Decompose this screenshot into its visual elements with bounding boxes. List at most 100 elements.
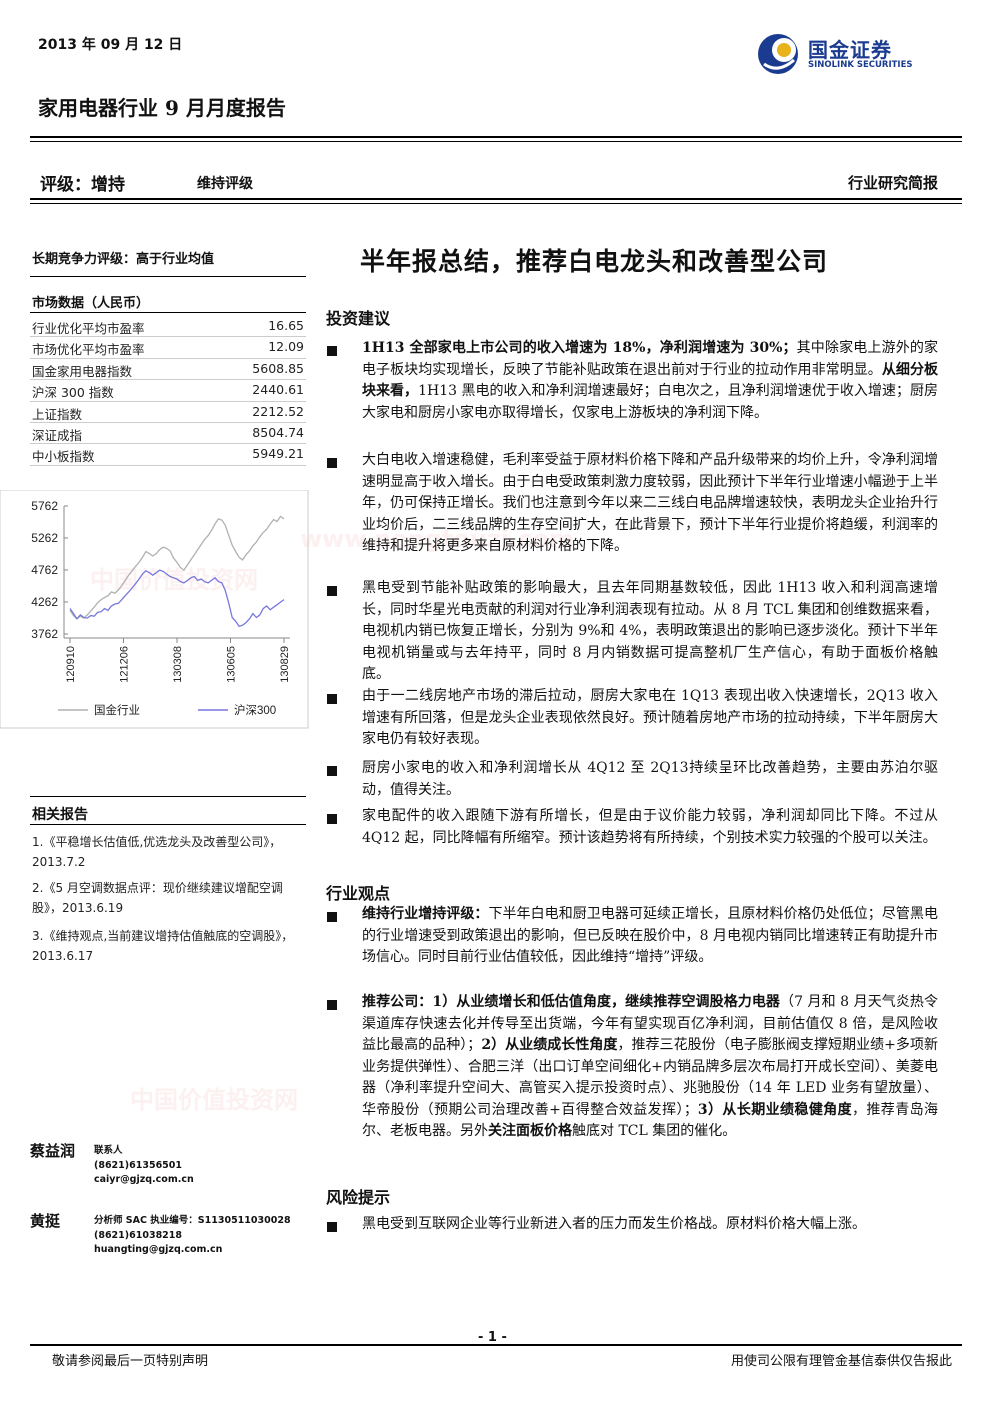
paragraph-text: 触底对 TCL 集团的催化。 bbox=[572, 1123, 737, 1139]
bullet-icon bbox=[327, 1222, 337, 1232]
analyst-role: 联系人 bbox=[94, 1145, 123, 1156]
market-data-label: 行业优化平均市盈率 bbox=[32, 321, 145, 336]
watermark-text: 中国价值投资网 bbox=[130, 1086, 298, 1114]
legend-label: 沪深300 bbox=[234, 703, 276, 717]
row-divider bbox=[30, 400, 306, 402]
row-divider bbox=[30, 443, 306, 445]
market-data-value: 2212.52 bbox=[252, 403, 304, 419]
analyst-email[interactable]: caiyr@gjzq.com.cn bbox=[94, 1174, 194, 1185]
section-title-risk: 风险提示 bbox=[326, 1188, 391, 1207]
paragraph-bold: 3）从长期业绩稳健角度 bbox=[697, 1101, 853, 1118]
analyst-phone: (8621)61356501 bbox=[94, 1159, 183, 1171]
row-divider bbox=[30, 379, 306, 381]
chart-frame bbox=[0, 490, 309, 729]
market-data-label: 国金家用电器指数 bbox=[32, 363, 133, 379]
bullet-icon bbox=[327, 694, 337, 704]
x-tick-label: 130308 bbox=[172, 646, 184, 683]
logo-text-cn: 国金证券 bbox=[808, 38, 892, 62]
bullet-icon bbox=[327, 586, 337, 596]
paragraph-text: 1H13 黑电的收入和净利润增速最好；白电次之，且净利润增速优于收入增速；厨房大… bbox=[362, 383, 939, 421]
market-data-row: 深证成指 8504.74 bbox=[30, 423, 306, 444]
section-title-industry-view: 行业观点 bbox=[326, 884, 391, 903]
paragraph: 1H13 全部家电上市公司的收入增速为 18%，净利润增速为 30%；其中除家电… bbox=[362, 338, 938, 424]
y-tick-label: 5262 bbox=[31, 531, 58, 545]
x-tick-label: 121206 bbox=[119, 646, 131, 683]
paragraph-text: ，推荐青岛海尔、老板电器。另外 bbox=[362, 1101, 939, 1140]
paragraph-bold: 关注面板价格 bbox=[488, 1123, 572, 1139]
row-divider bbox=[30, 464, 306, 466]
market-data-row: 上证指数 2212.52 bbox=[30, 402, 306, 423]
paragraph: 大白电收入增速稳健，毛利率受益于原材料价格下降和产品升级带来的均价上升，令净利润… bbox=[362, 452, 938, 554]
y-tick-label: 5762 bbox=[31, 499, 58, 513]
series-line-1 bbox=[69, 569, 285, 628]
y-tick-label: 4262 bbox=[31, 595, 58, 609]
market-data-label: 上证指数 bbox=[32, 406, 83, 422]
related-report-item: 2.《5 月空调数据点评：现价继续建议增配空调股》，2013.6.19 bbox=[32, 881, 283, 915]
divider bbox=[30, 312, 306, 313]
related-report-item: 3.《维持观点,当前建议增持估值触底的空调股》，2013.6.17 bbox=[32, 929, 294, 963]
paragraph: 由于一二线房地产市场的滞后拉动，厨房大家电在 1Q13 表现出收入快速增长，2Q… bbox=[362, 688, 938, 747]
y-tick-label: 4762 bbox=[31, 563, 58, 577]
divider bbox=[30, 276, 306, 277]
market-data-value: 12.09 bbox=[268, 339, 304, 355]
bullet-icon bbox=[327, 766, 337, 776]
market-data-label: 中小板指数 bbox=[32, 449, 95, 465]
paragraph-bold: 维持行业增持评级： bbox=[362, 906, 489, 922]
sinolink-logo-icon bbox=[758, 34, 798, 74]
market-data-title: 市场数据（人民币） bbox=[32, 296, 150, 311]
paragraph: 推荐公司：1）从业绩增长和低估值角度，继续推荐空调股格力电器（7 月和 8 月天… bbox=[362, 992, 938, 1143]
divider bbox=[30, 198, 962, 200]
market-data-value: 8504.74 bbox=[252, 425, 304, 440]
paragraph: 维持行业增持评级：下半年白电和厨卫电器可延续正增长，且原材料价格仍处低位；尽管黑… bbox=[362, 904, 938, 969]
paragraph-text: ，推荐三花股份（电子膨胀阀支撑短期业绩+多项新业务提供弹性）、合肥三洋（出口订单… bbox=[362, 1037, 939, 1118]
report-type: 行业研究简报 bbox=[847, 174, 938, 192]
rating-status: 维持评级 bbox=[197, 176, 253, 192]
row-divider bbox=[30, 336, 306, 338]
rating: 评级：增持 bbox=[40, 175, 125, 195]
document-title: 家用电器行业 9 月月度报告 bbox=[38, 96, 286, 120]
bullet-icon bbox=[327, 912, 337, 922]
divider bbox=[30, 824, 306, 825]
divider bbox=[30, 1344, 962, 1346]
logo-text-en: SINOLINK SECURITIES bbox=[808, 60, 913, 70]
paragraph-bold: 从细分板块来看， bbox=[362, 361, 939, 400]
market-data-value: 5949.21 bbox=[252, 446, 304, 462]
footer-disclaimer: 敬请参阅最后一页特别声明 bbox=[52, 1354, 209, 1369]
bullet-icon bbox=[327, 458, 337, 468]
bullet-icon bbox=[327, 1000, 337, 1010]
market-data-label: 沪深 300 指数 bbox=[32, 385, 114, 401]
divider bbox=[30, 203, 962, 204]
bullet-icon bbox=[327, 814, 337, 824]
paragraph-bold: 1H13 全部家电上市公司的收入增速为 18%，净利润增速为 30%； bbox=[362, 340, 797, 356]
analyst-name: 黄挺 bbox=[30, 1212, 61, 1230]
long-term-rating: 长期竞争力评级：高于行业均值 bbox=[32, 252, 215, 267]
x-tick-label: 130605 bbox=[226, 646, 238, 683]
watermark-text: www.nengtouzi.com bbox=[300, 525, 574, 553]
paragraph: 家电配件的收入跟随下游有所增长，但是由于议价能力较弱，净利润却同比下降。不过从 … bbox=[362, 808, 938, 846]
analyst-name: 蔡益润 bbox=[30, 1142, 76, 1160]
paragraph: 厨房小家电的收入和净利润增长从 4Q12 至 2Q13持续呈环比改善趋势，主要由… bbox=[362, 760, 938, 798]
analyst-role: 分析师 SAC 执业编号：S1130511030028 bbox=[94, 1215, 291, 1226]
paragraph: 黑电受到互联网企业等行业新进入者的压力而发生价格战。原材料价格大幅上涨。 bbox=[362, 1216, 866, 1232]
divider bbox=[30, 136, 962, 138]
paragraph-text: 其中除家电上游外的家电子板块均实现增长，反映了节能补贴政策在退出前对于行业的拉动… bbox=[362, 340, 938, 378]
headline: 半年报总结，推荐白电龙头和改善型公司 bbox=[360, 247, 829, 276]
market-data-row: 市场优化平均市盈率 12.09 bbox=[30, 337, 306, 358]
market-data-label: 市场优化平均市盈率 bbox=[32, 342, 145, 358]
page-number: - 1 - bbox=[478, 1330, 507, 1345]
report-date: 2013 年 09 月 12 日 bbox=[38, 37, 183, 53]
paragraph-bold: 推荐公司：1）从业绩增长和低估值角度，继续推荐空调股格力电器 bbox=[362, 994, 780, 1010]
market-data-value: 2440.61 bbox=[252, 382, 304, 398]
bullet-icon bbox=[327, 346, 337, 356]
legend-label: 国金行业 bbox=[94, 703, 140, 717]
market-data-value: 16.65 bbox=[268, 318, 304, 333]
analyst-email[interactable]: huangting@gjzq.com.cn bbox=[94, 1244, 223, 1255]
x-tick-label: 130829 bbox=[279, 646, 291, 683]
section-title-investment: 投资建议 bbox=[326, 309, 391, 328]
paragraph-text: （7 月和 8 月天气炎热令渠道库存快速去化并传导至出货端，今年有望实现百亿净利… bbox=[362, 994, 938, 1053]
series-line-0 bbox=[69, 515, 285, 620]
market-data-label: 深证成指 bbox=[32, 428, 83, 443]
related-reports-title: 相关报告 bbox=[32, 807, 88, 823]
